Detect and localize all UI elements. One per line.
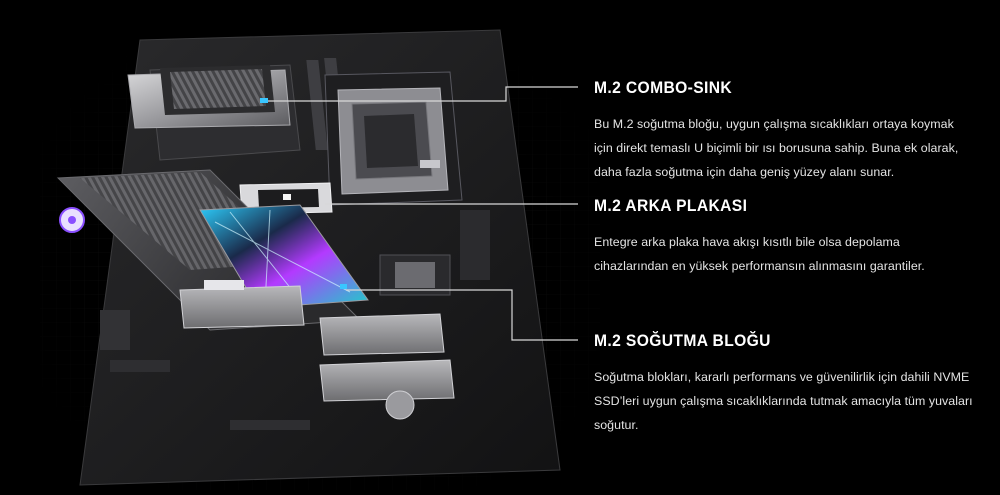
feature-m2-backplate: M.2 ARKA PLAKASI Entegre arka plaka hava… <box>594 196 974 278</box>
m2-backplate-module <box>239 182 333 215</box>
m2-heatsink-accent-led <box>340 284 347 289</box>
feature-combo-sink: M.2 COMBO-SINK Bu M.2 soğutma bloğu, uyg… <box>594 78 974 184</box>
eye-logo-icon <box>59 207 85 233</box>
combo-sink-module <box>127 65 291 129</box>
callout-lines <box>268 86 578 341</box>
combo-sink-accent-led <box>260 98 268 103</box>
feature-title: M.2 SOĞUTMA BLOĞU <box>594 331 771 350</box>
feature-title: M.2 COMBO-SINK <box>594 78 733 97</box>
callout-line-combo-sink <box>268 86 578 102</box>
feature-description: Bu M.2 soğutma bloğu, uygun çalışma sıca… <box>594 117 959 179</box>
cpu-socket <box>324 71 463 206</box>
feature-description: Entegre arka plaka hava akışı kısıtlı bi… <box>594 235 925 273</box>
m2-cooling-blocks <box>179 280 455 402</box>
feature-m2-cooling-block: M.2 SOĞUTMA BLOĞU Soğutma blokları, kara… <box>594 331 974 437</box>
pcb-components <box>100 210 490 430</box>
feature-title: M.2 ARKA PLAKASI <box>594 196 748 215</box>
feature-description: Soğutma blokları, kararlı performans ve … <box>594 370 973 432</box>
callout-line-cooling-block <box>346 289 578 341</box>
